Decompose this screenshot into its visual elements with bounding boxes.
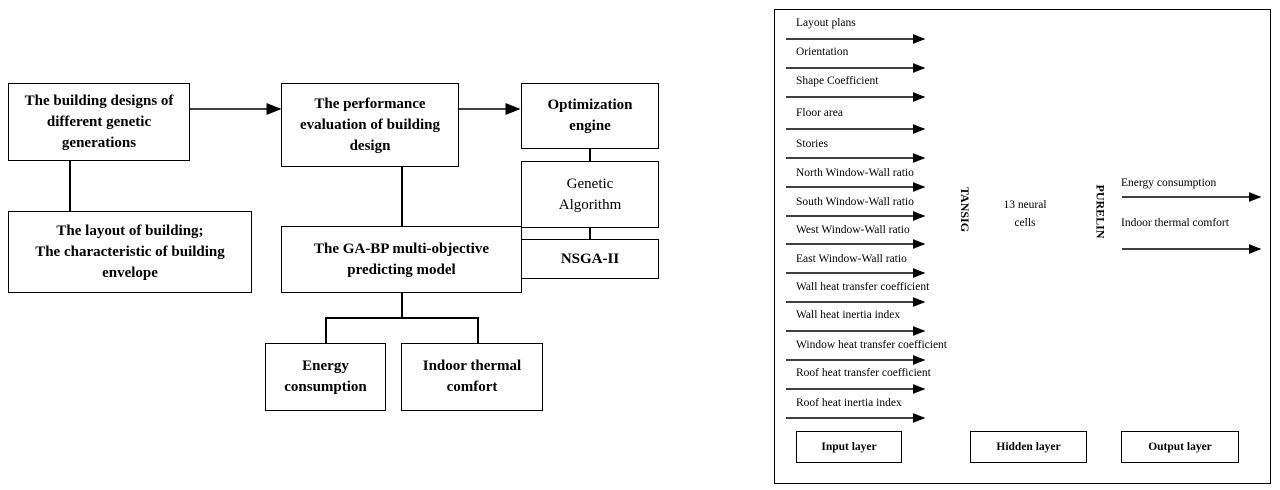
input-label: Layout plans [796,17,856,29]
input-label: Wall heat inertia index [796,309,901,321]
hidden-cells-label: 13 neural cells [1003,199,1047,229]
engine-text: Optimization engine [547,97,633,134]
hidden-layer-label: Hidden layer [996,441,1061,453]
connector-split-comfort [477,317,479,344]
input-label: Orientation [796,46,849,58]
connector-split-energy [325,317,327,344]
network-diagram [774,9,1271,484]
evaluation-text: The performance evaluation of building d… [299,95,441,154]
input-label: North Window-Wall ratio [796,167,914,179]
output-label-energy: Energy consumption [1121,177,1217,189]
comfort-text: Indoor thermal comfort [422,358,522,395]
input-label: Roof heat transfer coefficient [796,367,931,379]
connector-engine-ga [589,148,591,162]
purelin-label: PURELIN [1093,184,1108,239]
connector-generations-layout [69,160,71,212]
connector-ga-nsga [589,227,591,240]
layout-text: The layout of building; The characterist… [35,222,225,281]
energy-text: Energy consumption [284,358,367,395]
nsga-box: NSGA-II [521,239,659,279]
connector-evaluation-model [401,166,403,226]
ga-text: Genetic Algorithm [558,175,622,213]
tansig-label: TANSIG [958,186,973,233]
input-label: South Window-Wall ratio [796,196,914,208]
comfort-box: Indoor thermal comfort [401,343,543,411]
ga-box: Genetic Algorithm [521,161,659,228]
model-box: The GA-BP multi-objective predicting mod… [281,226,522,293]
hidden-layer-box: Hidden layer [970,431,1087,463]
engine-box: Optimization engine [521,83,659,149]
connector-split-horizontal [325,317,478,319]
input-label: Roof heat inertia index [796,397,902,409]
nsga-text: NSGA-II [560,250,620,267]
input-label: Stories [796,138,828,150]
input-label: East Window-Wall ratio [796,253,907,265]
output-layer-box: Output layer [1121,431,1239,463]
input-label: Window heat transfer coefficient [796,339,947,351]
connector-model-split [401,292,403,318]
input-label: West Window-Wall ratio [796,224,910,236]
input-label: Shape Coefficient [796,75,879,87]
input-layer-box: Input layer [796,431,902,463]
evaluation-box: The performance evaluation of building d… [281,83,459,167]
layout-box: The layout of building; The characterist… [8,211,252,293]
generations-text: The building designs of different geneti… [24,92,174,151]
output-label-comfort: Indoor thermal comfort [1121,217,1229,229]
input-label: Floor area [796,107,843,119]
input-layer-label: Input layer [821,441,877,453]
model-text: The GA-BP multi-objective predicting mod… [314,240,489,278]
generations-box: The building designs of different geneti… [8,83,190,161]
output-layer-label: Output layer [1148,441,1212,453]
energy-box: Energy consumption [265,343,386,411]
input-label: Wall heat transfer coefficient [796,281,930,293]
